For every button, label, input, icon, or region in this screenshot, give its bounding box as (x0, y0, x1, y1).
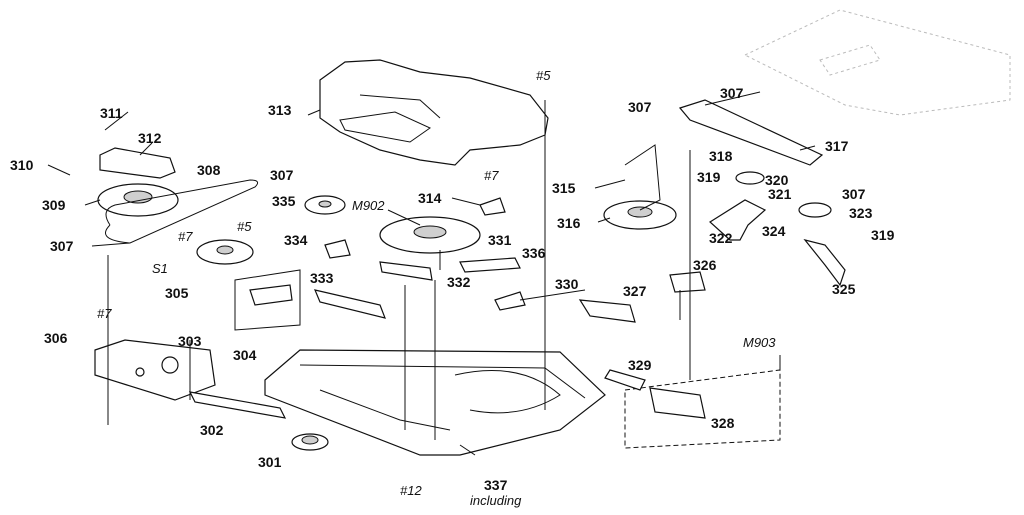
label-323: 323 (849, 205, 873, 221)
pulley-301 (291, 433, 329, 451)
label-301: 301 (258, 454, 282, 470)
label-318: 318 (709, 148, 733, 164)
small-part-326 (669, 271, 706, 293)
label-306: 306 (44, 330, 68, 346)
reel-305 (196, 239, 254, 265)
label-307-top: 307 (628, 99, 652, 115)
label-329: 329 (628, 357, 652, 373)
rail-302 (188, 391, 287, 419)
label-335: 335 (272, 193, 296, 209)
top-plate-313 (319, 59, 549, 166)
label-322: 322 (709, 230, 733, 246)
label-m902: M902 (352, 198, 385, 213)
label-304: 304 (233, 347, 257, 363)
label-screw12: #12 (400, 483, 422, 498)
label-302: 302 (200, 422, 224, 438)
label-310: 310 (10, 157, 34, 173)
label-screw5-top: #5 (536, 68, 551, 83)
label-screw7-c: #7 (97, 306, 112, 321)
label-328: 328 (711, 415, 735, 431)
small-part-330 (494, 291, 526, 311)
label-330: 330 (555, 276, 579, 292)
drum-m902 (379, 216, 481, 270)
label-305: 305 (165, 285, 189, 301)
label-316: 316 (557, 215, 581, 231)
label-307-right: 307 (842, 186, 866, 202)
label-325: 325 (832, 281, 856, 297)
label-screw7-a: #7 (484, 168, 499, 183)
lever-322 (709, 199, 767, 241)
belt-308 (105, 179, 259, 244)
small-part-304-box (234, 269, 301, 331)
small-part-333 (313, 289, 386, 319)
label-324: 324 (762, 223, 786, 239)
label-m903: M903 (743, 335, 776, 350)
reel-335 (304, 195, 346, 215)
arm-317 (678, 99, 824, 166)
small-part-336 (379, 261, 433, 281)
gear-323 (798, 202, 832, 218)
label-333: 333 (310, 270, 334, 286)
motor-309 (97, 147, 179, 217)
label-332: 332 (447, 274, 471, 290)
label-336: 336 (522, 245, 546, 261)
small-part-327 (578, 299, 636, 323)
label-s1: S1 (152, 261, 168, 276)
label-317: 317 (825, 138, 849, 154)
motor-assembly-m903 (604, 369, 781, 449)
label-312: 312 (138, 130, 162, 146)
label-303: 303 (178, 333, 202, 349)
small-part-314 (479, 197, 506, 216)
label-321: 321 (768, 186, 792, 202)
part-labels: 311 312 310 308 309 307 313 307 335 M902… (10, 68, 895, 508)
label-314: 314 (418, 190, 442, 206)
label-327: 327 (623, 283, 647, 299)
gear-320 (735, 171, 765, 185)
small-part-331 (459, 257, 521, 273)
label-footnote: including (470, 493, 522, 508)
label-319-b: 319 (871, 227, 895, 243)
small-part-334 (324, 239, 351, 259)
label-334: 334 (284, 232, 308, 248)
label-307-left: 307 (50, 238, 74, 254)
label-307-topright: 307 (720, 85, 744, 101)
leader-lines (47, 91, 816, 456)
label-screw5-left: #5 (237, 219, 252, 234)
label-319-a: 319 (697, 169, 721, 185)
label-308: 308 (197, 162, 221, 178)
lever-325 (803, 238, 846, 287)
cassette-outline (743, 9, 1011, 116)
label-309: 309 (42, 197, 66, 213)
left-bracket-303-306 (94, 325, 216, 425)
label-313: 313 (268, 102, 292, 118)
label-315: 315 (552, 180, 576, 196)
label-331: 331 (488, 232, 512, 248)
label-307-mid: 307 (270, 167, 294, 183)
label-320: 320 (765, 172, 789, 188)
label-screw7-b: #7 (178, 229, 193, 244)
label-326: 326 (693, 257, 717, 273)
label-337: 337 (484, 477, 508, 493)
label-311: 311 (100, 105, 123, 121)
capstan-316 (603, 144, 677, 230)
